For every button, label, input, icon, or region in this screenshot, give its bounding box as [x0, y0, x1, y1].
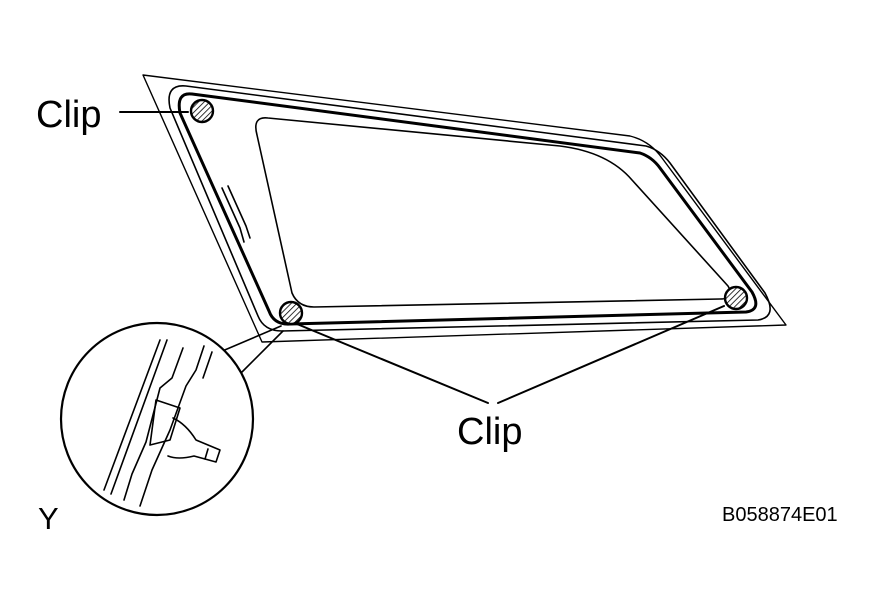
edge-detail-2 — [227, 185, 251, 239]
molding-outer-line — [168, 85, 771, 332]
clip-top-left — [189, 98, 215, 124]
glass-outer-edge — [142, 74, 787, 343]
leader-clip-bottom-left — [296, 323, 489, 404]
clip-bottom-right — [723, 285, 749, 311]
magnifier-leader-upper — [219, 325, 282, 353]
clip-label-top: Clip — [36, 94, 101, 136]
leader-clip-bottom-right — [497, 305, 725, 404]
clip-bottom-left — [278, 300, 304, 326]
edge-detail — [221, 187, 245, 243]
molding-inner-line — [177, 92, 758, 326]
figure-code-label: B058874E01 — [722, 504, 838, 526]
magnifier-leader-lower — [240, 330, 284, 374]
glass-inner-opening — [255, 117, 732, 308]
quarter-window-glass — [142, 74, 787, 343]
view-letter-label: Y — [38, 501, 59, 536]
clip-label-bottom: Clip — [457, 411, 522, 453]
clip-detail-view — [59, 321, 255, 517]
detail-circle-outline — [59, 321, 255, 517]
